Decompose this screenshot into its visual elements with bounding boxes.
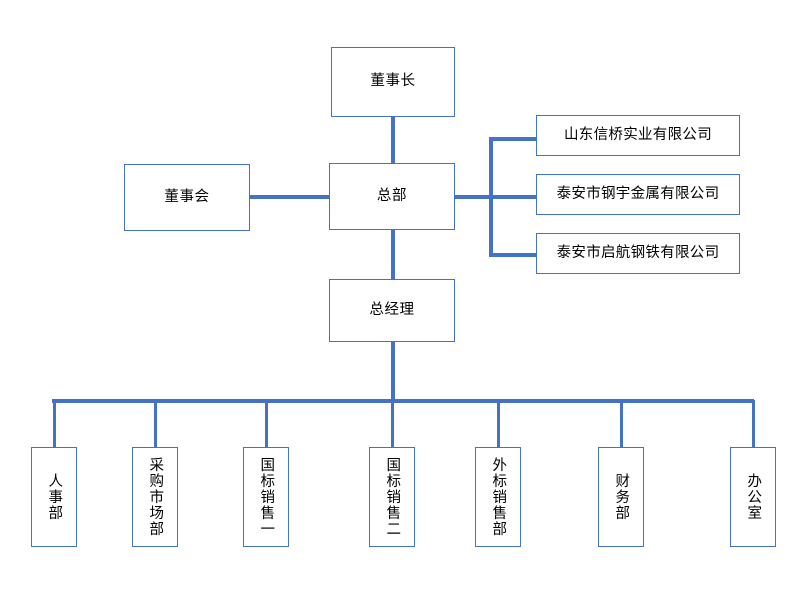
node-department-4-label: 国标销售二 [384, 457, 401, 537]
connector-bus-to-department-6 [620, 400, 623, 448]
node-department-1-label: 人事部 [46, 473, 63, 521]
connector-headquarters-to-subsidiary-spine [455, 195, 493, 199]
node-department-3-label: 国标销售一 [258, 457, 275, 537]
node-subsidiary-3-label: 泰安市启航钢铁有限公司 [556, 244, 720, 261]
connector-bus-to-department-2 [154, 400, 157, 448]
connector-headquarters-to-general-manager [391, 230, 395, 280]
connector-bus-to-department-3 [265, 400, 268, 448]
node-department-6-label: 财务部 [613, 473, 630, 521]
node-department-6[interactable]: 财务部 [598, 447, 644, 547]
node-department-2[interactable]: 采购市场部 [132, 447, 178, 547]
connector-bus-to-department-4 [391, 400, 394, 448]
connector-general-manager-to-department-bus [391, 342, 395, 402]
node-chairman[interactable]: 董事长 [331, 47, 455, 117]
node-department-1[interactable]: 人事部 [31, 447, 77, 547]
connector-spine-to-subsidiary-1 [489, 137, 538, 141]
connector-chairman-to-headquarters [391, 117, 395, 164]
node-subsidiary-3[interactable]: 泰安市启航钢铁有限公司 [536, 233, 740, 274]
node-headquarters-label: 总部 [376, 187, 408, 204]
connector-board-to-headquarters [250, 195, 330, 199]
node-subsidiary-1-label: 山东信桥实业有限公司 [564, 126, 712, 143]
connector-spine-to-subsidiary-2 [489, 195, 538, 199]
node-subsidiary-2-label: 泰安市钢宇金属有限公司 [556, 185, 720, 202]
node-department-7-label: 办公室 [745, 473, 762, 521]
node-department-5-label: 外标销售部 [490, 457, 507, 537]
node-board-of-directors-label: 董事会 [164, 188, 210, 205]
node-general-manager-label: 总经理 [369, 301, 415, 318]
node-general-manager[interactable]: 总经理 [329, 279, 455, 342]
connector-bus-to-department-1 [53, 400, 56, 448]
node-department-3[interactable]: 国标销售一 [243, 447, 289, 547]
node-department-4[interactable]: 国标销售二 [369, 447, 415, 547]
node-subsidiary-1[interactable]: 山东信桥实业有限公司 [536, 115, 740, 156]
node-subsidiary-2[interactable]: 泰安市钢宇金属有限公司 [536, 174, 740, 215]
connector-spine-to-subsidiary-3 [489, 253, 538, 257]
department-bus [52, 399, 754, 403]
node-department-7[interactable]: 办公室 [730, 447, 776, 547]
node-department-2-label: 采购市场部 [147, 457, 164, 537]
connector-bus-to-department-7 [752, 400, 755, 448]
node-headquarters[interactable]: 总部 [329, 163, 455, 230]
node-board-of-directors[interactable]: 董事会 [124, 164, 250, 231]
node-chairman-label: 董事长 [370, 73, 416, 90]
node-department-5[interactable]: 外标销售部 [475, 447, 521, 547]
connector-bus-to-department-5 [497, 400, 500, 448]
